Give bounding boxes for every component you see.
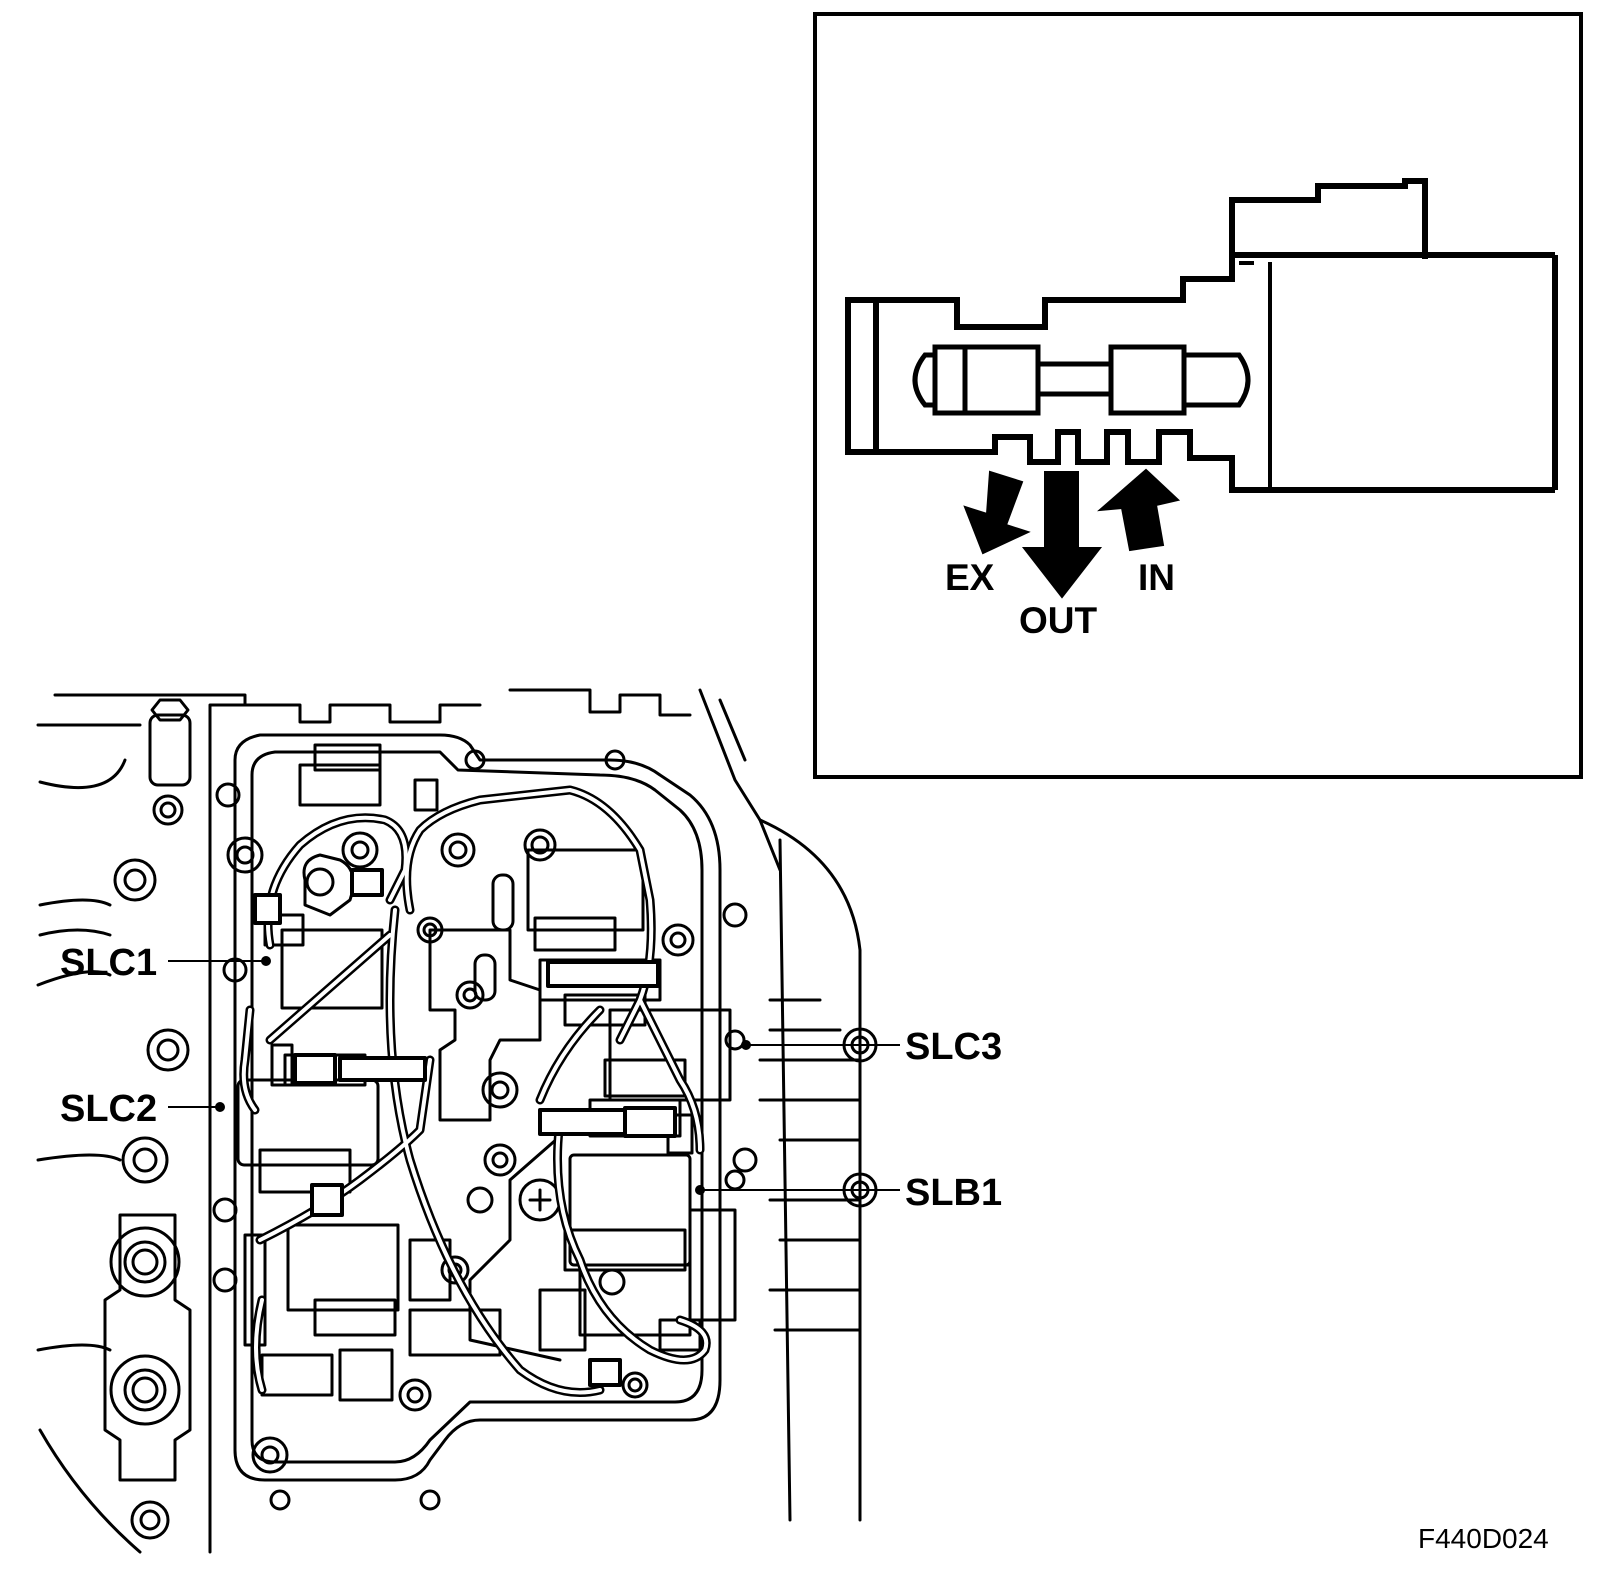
- left-bolts: [103, 698, 192, 1540]
- valve-spool: [912, 344, 1251, 416]
- callout-leaders: [168, 956, 900, 1195]
- in-label: IN: [1138, 557, 1175, 598]
- wire-harness: [239, 785, 711, 1397]
- in-arrow-icon: [1097, 468, 1181, 552]
- callout-slc3: SLC3: [905, 1026, 1002, 1068]
- inset-panel: EX OUT IN: [813, 12, 1583, 779]
- solenoid-slb1: [563, 1153, 737, 1352]
- callout-slb1: SLB1: [905, 1172, 1002, 1214]
- inset-frame: [813, 12, 1583, 779]
- ex-arrow-icon: [963, 470, 1031, 555]
- flow-arrows: [963, 468, 1181, 599]
- callout-slc2: SLC2: [60, 1088, 157, 1130]
- ex-label: EX: [945, 557, 995, 598]
- solenoid-valve-body: [845, 178, 1558, 493]
- solenoid-lower-left: [243, 1223, 400, 1402]
- out-arrow-icon: [1021, 471, 1103, 599]
- harness-connectors: [253, 868, 677, 1387]
- figure-id: F440D024: [1418, 1523, 1549, 1554]
- valve-body-drawing: [36, 688, 878, 1554]
- out-label: OUT: [1019, 600, 1098, 641]
- callout-slc1: SLC1: [60, 942, 157, 984]
